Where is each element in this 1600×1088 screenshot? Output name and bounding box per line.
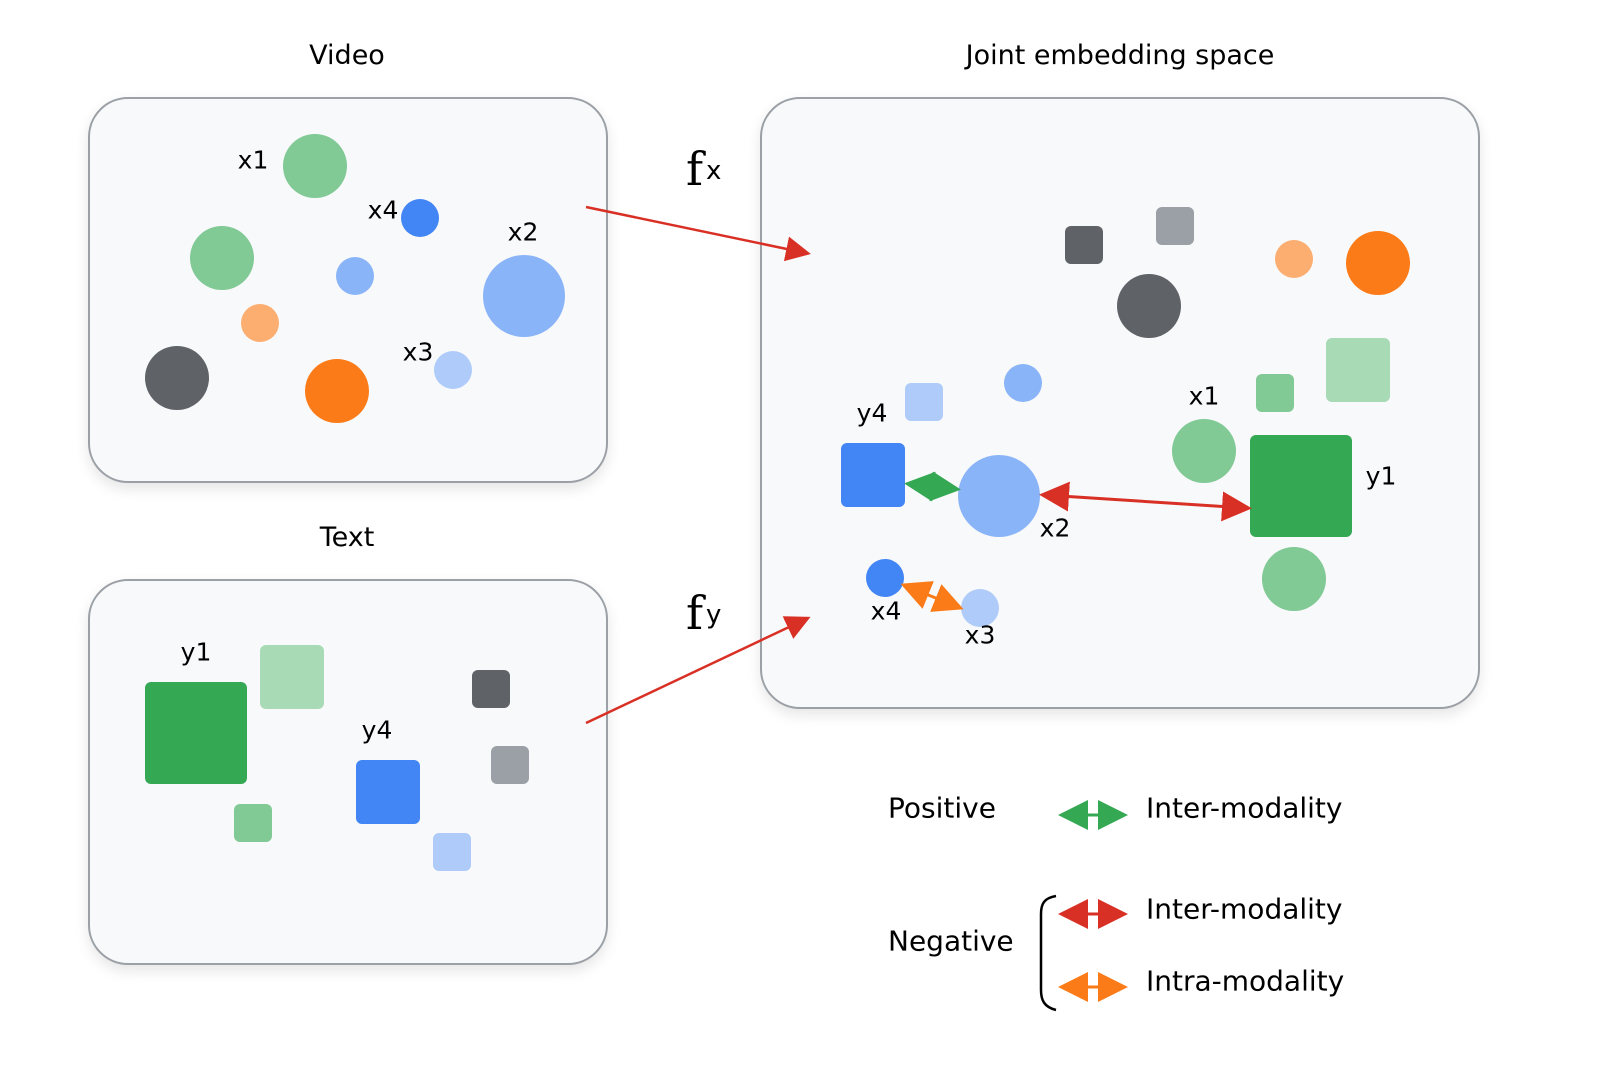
joint-x1-circle — [1172, 419, 1236, 483]
video-blue-circle — [336, 257, 374, 295]
fx-subscript: x — [706, 156, 722, 186]
joint-label-y1: y1 — [1365, 461, 1397, 491]
video-x3-circle — [434, 351, 472, 389]
text-label-y1: y1 — [180, 637, 212, 667]
fx-symbol: f — [686, 142, 704, 196]
video-light-orange-circle — [241, 304, 279, 342]
video-x2-circle — [483, 255, 565, 337]
video-x4-circle — [401, 199, 439, 237]
legend-negative-inter-label: Inter-modality — [1146, 892, 1343, 926]
joint-embedding-panel — [760, 97, 1480, 709]
video-orange-circle — [305, 359, 369, 423]
text-light-blue-square — [433, 833, 471, 871]
joint-light-green-square — [1326, 338, 1390, 402]
joint-label-y4: y4 — [856, 398, 888, 428]
joint-label-x1: x1 — [1188, 381, 1220, 411]
joint-light-orange-circle — [1275, 240, 1313, 278]
legend-negative-label: Negative — [888, 924, 1014, 958]
text-green-square — [234, 804, 272, 842]
fy-symbol: f — [686, 586, 704, 640]
legend-negative-intra-label: Intra-modality — [1146, 964, 1345, 998]
joint-label-x4: x4 — [870, 596, 902, 626]
video-label-x4: x4 — [367, 195, 399, 225]
legend-positive-inter-label: Inter-modality — [1146, 791, 1343, 825]
text-y1-square — [145, 682, 247, 784]
legend-positive-label: Positive — [888, 791, 996, 825]
joint-x3-circle — [961, 589, 999, 627]
text-dark-grey-square — [472, 670, 510, 708]
joint-green-circle — [1262, 547, 1326, 611]
joint-y4-square — [841, 443, 905, 507]
joint-grey-circle — [1117, 274, 1181, 338]
video-grey-circle — [145, 346, 209, 410]
joint-grey-square — [1156, 207, 1194, 245]
joint-label-x3: x3 — [964, 620, 996, 650]
video-title: Video — [309, 40, 385, 71]
joint-green-square — [1256, 374, 1294, 412]
joint-embedding-title: Joint embedding space — [965, 40, 1275, 71]
video-label-x3: x3 — [402, 337, 434, 367]
text-y4-square — [356, 760, 420, 824]
video-green-circle — [190, 226, 254, 290]
text-light-green-square — [260, 645, 324, 709]
joint-x2-circle — [958, 455, 1040, 537]
joint-y1-square — [1250, 435, 1352, 537]
video-label-x1: x1 — [237, 145, 269, 175]
text-grey-square — [491, 746, 529, 784]
joint-light-blue-square — [905, 383, 943, 421]
video-label-x2: x2 — [507, 217, 539, 247]
text-label-y4: y4 — [361, 715, 393, 745]
video-x1-circle — [283, 134, 347, 198]
joint-dark-grey-square — [1065, 226, 1103, 264]
joint-orange-circle — [1346, 231, 1410, 295]
joint-label-x2: x2 — [1039, 513, 1071, 543]
legend-bracket — [1039, 894, 1057, 1012]
text-title: Text — [319, 522, 375, 553]
joint-x4-circle — [866, 559, 904, 597]
joint-blue-circle — [1004, 364, 1042, 402]
fy-subscript: y — [706, 600, 722, 630]
